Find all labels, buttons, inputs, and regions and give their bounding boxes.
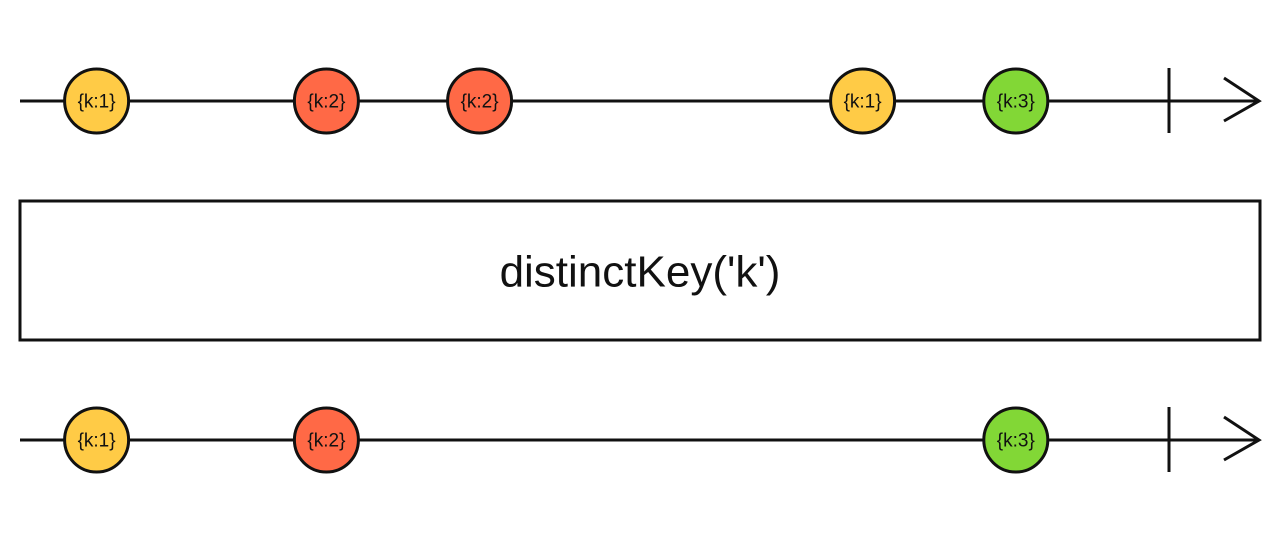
marble-label: {k:2} xyxy=(307,92,345,113)
marble: {k:1} xyxy=(63,406,131,474)
marble: {k:2} xyxy=(446,67,514,135)
marble-circle xyxy=(63,406,131,474)
operator-label: distinctKey('k') xyxy=(500,248,781,297)
arrow-head-icon xyxy=(1223,76,1262,123)
marble: {k:1} xyxy=(63,67,131,135)
marble: {k:1} xyxy=(829,67,897,135)
marble-label: {k:1} xyxy=(78,92,116,113)
marble-circle xyxy=(63,67,131,135)
marble-circle xyxy=(446,67,514,135)
marble: {k:3} xyxy=(982,67,1050,135)
marble-circle xyxy=(292,67,360,135)
output-timeline: {k:1} {k:2} {k:3} xyxy=(20,406,1262,474)
marble-label: {k:3} xyxy=(997,431,1035,452)
marble: {k:2} xyxy=(292,406,360,474)
marble-label: {k:1} xyxy=(844,92,882,113)
marble: {k:3} xyxy=(982,406,1050,474)
marble-circle xyxy=(982,406,1050,474)
marble-label: {k:2} xyxy=(461,92,499,113)
input-timeline: {k:1} {k:2} {k:2} {k:1} {k:3} xyxy=(20,67,1262,135)
marble-circle xyxy=(292,406,360,474)
operator-box: distinctKey('k') xyxy=(18,199,1262,342)
marble-label: {k:3} xyxy=(997,92,1035,113)
marble: {k:2} xyxy=(292,67,360,135)
marble-label: {k:1} xyxy=(78,431,116,452)
marble-circle xyxy=(829,67,897,135)
marble-label: {k:2} xyxy=(307,431,345,452)
marble-circle xyxy=(982,67,1050,135)
arrow-head-icon xyxy=(1223,415,1262,462)
